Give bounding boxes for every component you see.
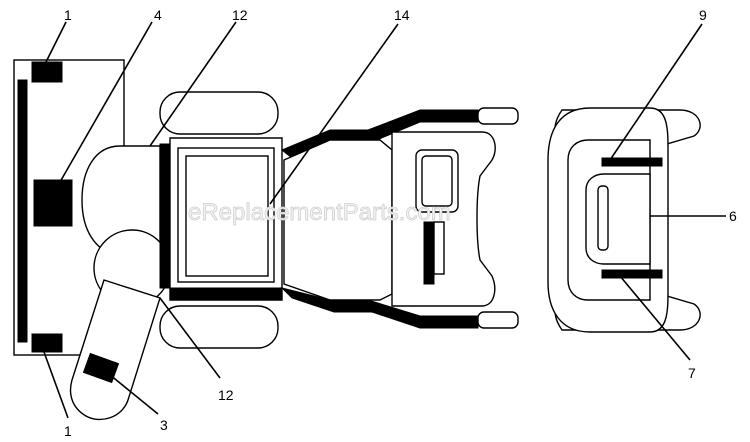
leader-3 [103, 369, 159, 415]
callout-1-top: 1 [64, 7, 72, 23]
leader-1-top [45, 21, 67, 63]
callout-6: 6 [729, 208, 737, 224]
decal-7 [601, 269, 663, 279]
callout-labels: 1 4 12 14 9 6 7 12 3 1 [64, 7, 737, 439]
leader-9 [609, 23, 703, 161]
callout-12-top: 12 [232, 7, 248, 23]
decal-1-bottom [31, 333, 63, 353]
leader-7 [619, 275, 691, 361]
watermark: eReplacementParts.com [188, 199, 451, 226]
decal-1-top [31, 61, 63, 83]
callout-7: 7 [688, 365, 696, 381]
discharge-chute [69, 229, 171, 421]
callout-9: 9 [699, 7, 707, 23]
grass-bagger [547, 107, 701, 333]
leader-12-bottom [159, 297, 221, 379]
leader-4 [59, 21, 153, 183]
callout-4: 4 [154, 7, 162, 23]
callout-3: 3 [160, 417, 168, 433]
leader-lines [43, 21, 726, 419]
leader-12-top [149, 21, 237, 147]
decal-9 [601, 157, 663, 167]
leader-14 [269, 23, 399, 205]
decal-4 [33, 179, 73, 227]
callout-12-bottom: 12 [218, 387, 234, 403]
leader-1-bottom [43, 351, 69, 419]
callout-14: 14 [394, 7, 410, 23]
callout-1-bottom: 1 [64, 423, 72, 439]
tractor-body [159, 107, 519, 329]
